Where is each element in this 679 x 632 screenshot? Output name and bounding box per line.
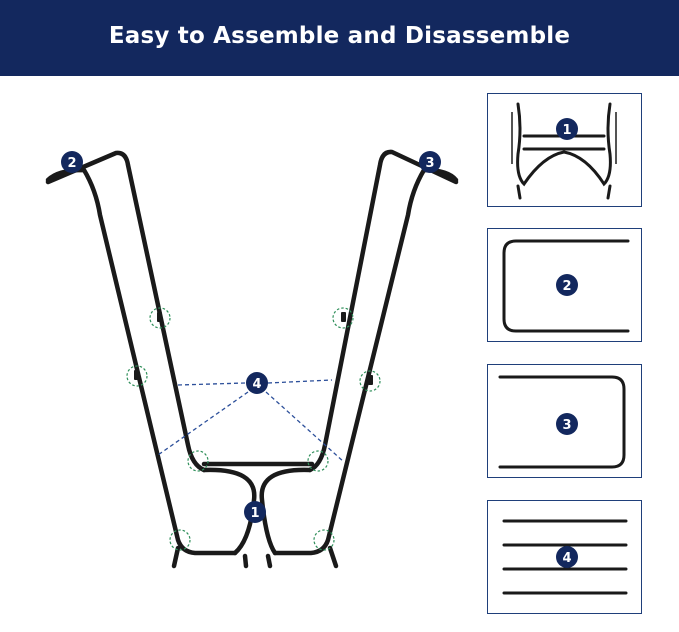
- part-panel-1: 1: [487, 93, 642, 207]
- panel-2-badge-label: 2: [562, 279, 571, 294]
- left-foot: [171, 545, 181, 569]
- joint-marker: [149, 307, 171, 329]
- joint-marker: [313, 529, 335, 551]
- badge-4-label: 4: [252, 377, 261, 392]
- frame-structure: [45, 149, 459, 569]
- panel-1-badge-label: 1: [562, 123, 571, 138]
- badge-3-label: 3: [425, 156, 434, 171]
- assembled-frame-illustration: 2 3 4 1: [45, 149, 459, 569]
- center-foot-right: [265, 553, 273, 569]
- base-hourglass-right: [259, 467, 313, 556]
- badge-3: 3: [419, 151, 441, 173]
- badge-2: 2: [61, 151, 83, 173]
- joint-marker: [126, 365, 148, 387]
- right-foot: [327, 545, 339, 569]
- left-handle-illustration: 2: [502, 239, 630, 333]
- center-foot-left: [242, 553, 249, 569]
- badge-1: 1: [244, 501, 266, 523]
- panel-2-badge: 2: [556, 274, 578, 296]
- right-handle-illustration: 3: [498, 375, 626, 469]
- right-handle-rail: [272, 167, 459, 556]
- base-hourglass-left: [201, 467, 257, 556]
- page-title: Easy to Assemble and Disassemble: [108, 23, 571, 49]
- panel-4-badge: 4: [556, 546, 578, 568]
- part-panel-3: 3: [487, 364, 642, 478]
- panel-3-badge-label: 3: [562, 418, 571, 433]
- panel-4-badge-label: 4: [562, 551, 571, 566]
- badge-1-label: 1: [250, 506, 259, 521]
- header-banner: Easy to Assemble and Disassemble: [0, 0, 679, 76]
- panel-3-badge: 3: [556, 413, 578, 435]
- joint-marker: [359, 370, 381, 392]
- joint-marker: [187, 450, 209, 472]
- left-handle-rail: [45, 167, 238, 556]
- joint-marker: [332, 307, 354, 329]
- base-frame-illustration: 1: [511, 102, 617, 200]
- joint-markers: [126, 307, 381, 551]
- joint-marker: [307, 450, 329, 472]
- left-outer-tube: [45, 150, 207, 473]
- badge-4: 4: [246, 372, 268, 394]
- right-outer-tube: [307, 149, 459, 473]
- panel-1-badge: 1: [556, 118, 578, 140]
- part-panel-2: 2: [487, 228, 642, 342]
- connecting-rods-illustration: 4: [502, 519, 628, 595]
- part-panel-4: 4: [487, 500, 642, 614]
- joint-marker: [169, 529, 191, 551]
- connector-lines: [157, 379, 345, 463]
- badge-2-label: 2: [67, 156, 76, 171]
- joint-pins: [134, 312, 373, 385]
